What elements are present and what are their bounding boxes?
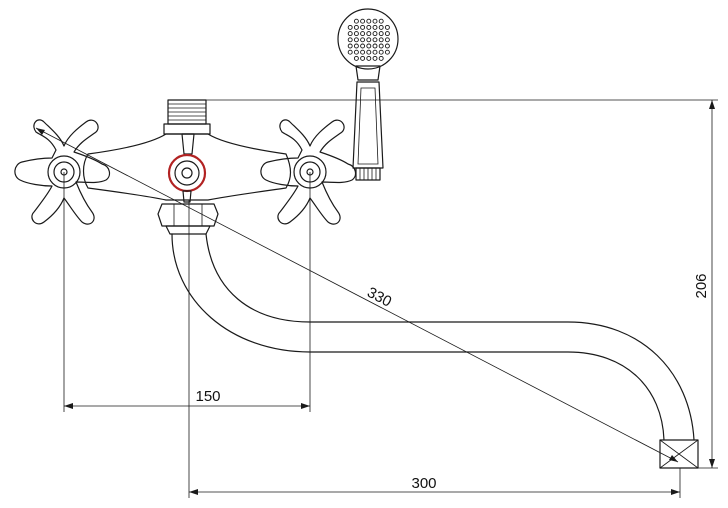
spout-outlet-icon: [659, 439, 699, 469]
shower-hole: [347, 24, 353, 30]
shower-hole: [353, 49, 359, 55]
shower-hole: [366, 49, 372, 55]
shower-hole: [347, 37, 353, 43]
shower-hole: [360, 18, 366, 24]
shower-hole: [347, 43, 353, 49]
shower-hole: [366, 37, 372, 43]
shower-hole: [360, 37, 366, 43]
shower-hole: [372, 24, 378, 30]
shower-hole: [366, 31, 372, 37]
shower-hole: [372, 55, 378, 61]
cross-handle-right-icon: [260, 119, 357, 225]
shower-hole: [384, 24, 390, 30]
shower-hole: [384, 37, 390, 43]
dimension-label-300: 300: [411, 475, 436, 492]
shower-hole: [360, 55, 366, 61]
shower-hole: [366, 43, 372, 49]
shower-hole: [353, 55, 359, 61]
shower-hole: [353, 24, 359, 30]
shower-hole: [353, 31, 359, 37]
shower-hole: [353, 37, 359, 43]
shower-hole: [372, 49, 378, 55]
shower-hole: [384, 49, 390, 55]
faucet-body-icon: [82, 99, 292, 235]
shower-hole: [378, 49, 384, 55]
shower-hole: [384, 43, 390, 49]
shower-hole: [347, 31, 353, 37]
shower-hole: [366, 55, 372, 61]
shower-hole: [372, 37, 378, 43]
shower-hole: [366, 24, 372, 30]
shower-hole: [372, 43, 378, 49]
shower-hole: [360, 24, 366, 30]
shower-hole: [372, 18, 378, 24]
shower-hole: [366, 18, 372, 24]
shower-hole: [360, 31, 366, 37]
cross-handle-left-icon: [14, 119, 111, 225]
dimension-label-206: 206: [693, 273, 710, 298]
dimension-label-150: 150: [195, 388, 220, 405]
diverter-knob-icon: [167, 153, 207, 203]
shower-hole: [360, 49, 366, 55]
dimension-label-330: 330: [364, 284, 394, 311]
shower-hole: [378, 31, 384, 37]
swivel-spout-icon: [171, 233, 695, 441]
shower-hole: [353, 43, 359, 49]
shower-handle-icon: [352, 81, 384, 181]
shower-hole: [372, 31, 378, 37]
dimension-lines: [35, 99, 718, 498]
shower-head-icon: [337, 8, 399, 81]
shower-hole: [347, 49, 353, 55]
shower-hole: [378, 55, 384, 61]
shower-hole: [384, 31, 390, 37]
shower-hole: [378, 18, 384, 24]
shower-hole: [353, 18, 359, 24]
shower-hole: [378, 24, 384, 30]
shower-hole: [360, 43, 366, 49]
shower-hole: [378, 37, 384, 43]
shower-hole: [378, 43, 384, 49]
